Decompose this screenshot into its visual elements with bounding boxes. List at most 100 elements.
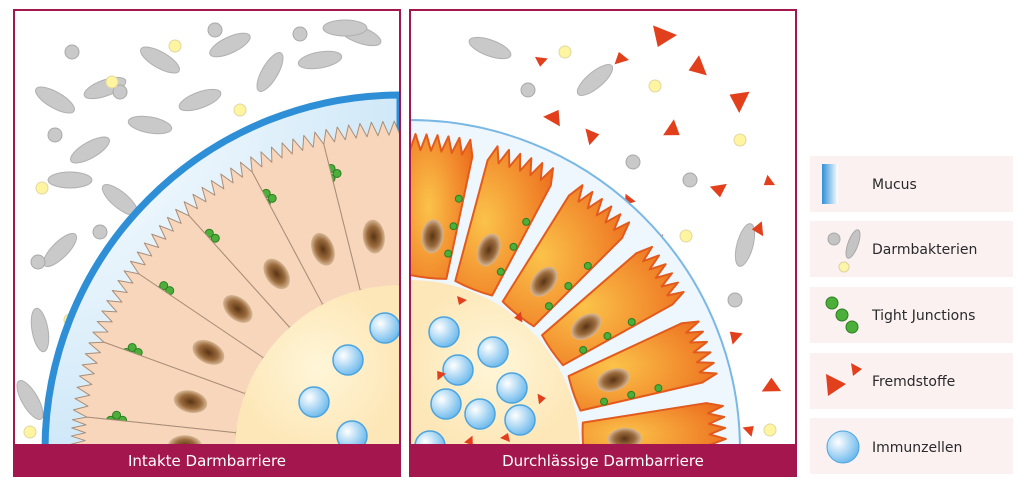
bacterium-spore bbox=[679, 229, 693, 243]
foreign-substance bbox=[653, 25, 677, 47]
bacterium-rod bbox=[30, 307, 50, 353]
mucus-icon bbox=[822, 164, 838, 204]
cell-nucleus bbox=[596, 368, 630, 392]
foreign-substance bbox=[500, 433, 510, 442]
legend-label: Fremdstoffe bbox=[872, 374, 955, 390]
foreign-substance bbox=[761, 377, 782, 392]
intact-barrier-panel bbox=[16, 19, 400, 450]
legend: Mucus Darmbakterien Tight Junctions bbox=[810, 156, 1013, 474]
foreign-substance bbox=[437, 370, 446, 381]
tight-junction-bead bbox=[544, 302, 553, 311]
bacterium-rod bbox=[297, 50, 343, 70]
foreign-substance bbox=[514, 311, 523, 323]
bacterium-rod bbox=[42, 232, 78, 268]
tight-junction-bead bbox=[444, 249, 453, 258]
tight-junction-bead bbox=[496, 267, 505, 276]
tight-junction-bead bbox=[159, 281, 169, 291]
tight-junction-bead bbox=[454, 194, 463, 203]
tight-junction-bead bbox=[603, 332, 612, 340]
tight-junction-bead bbox=[449, 222, 458, 231]
legend-label: Immunzellen bbox=[872, 440, 962, 456]
bacterium-coccus bbox=[625, 154, 641, 170]
bacterium-spore bbox=[23, 425, 37, 439]
tight-junction-icon bbox=[825, 296, 859, 334]
bacterium-spore bbox=[763, 423, 777, 437]
legend-item-tight-junctions: Tight Junctions bbox=[810, 287, 1013, 343]
bacterium-spore bbox=[648, 79, 662, 93]
legend-item-foreign-substances: Fremdstoffe bbox=[810, 353, 1013, 409]
cell-nucleus bbox=[311, 232, 335, 266]
foreign-substance bbox=[585, 128, 600, 146]
tight-junction-bead bbox=[522, 217, 531, 226]
foreign-substance bbox=[464, 435, 473, 446]
foreign-substance bbox=[729, 91, 750, 113]
immune-cell-icon bbox=[826, 430, 860, 464]
foreign-substance-icon bbox=[826, 363, 862, 396]
immune-cell bbox=[504, 404, 536, 436]
immune-cell bbox=[332, 344, 364, 376]
legend-item-immune-cells: Immunzellen bbox=[810, 418, 1013, 474]
cell-nucleus bbox=[570, 313, 602, 340]
bacterium-rod bbox=[16, 380, 44, 420]
foreign-substance bbox=[457, 296, 467, 305]
penetrated-foreign-substances bbox=[437, 296, 546, 446]
legend-label: Darmbakterien bbox=[872, 242, 977, 258]
legend-item-mucus: Mucus bbox=[810, 156, 1013, 212]
legend-label: Mucus bbox=[872, 177, 917, 193]
bacterium-spore bbox=[105, 75, 119, 89]
bacterium-spore bbox=[733, 133, 747, 147]
tight-junction-bead bbox=[579, 346, 588, 354]
bacteria-icon bbox=[827, 229, 861, 273]
bacterium-rod bbox=[468, 36, 512, 60]
tight-junction-bead bbox=[654, 384, 663, 393]
bacterium-rod bbox=[140, 46, 180, 74]
bacterium-spore bbox=[35, 181, 49, 195]
immune-cell bbox=[430, 388, 462, 420]
tight-junction-bead bbox=[583, 261, 592, 270]
foreign-substance bbox=[663, 119, 680, 136]
foreign-substance bbox=[751, 221, 764, 237]
foreign-substance bbox=[729, 331, 743, 345]
bacterium-rod bbox=[322, 19, 368, 37]
cell-nucleus bbox=[223, 295, 253, 323]
bacterium-spore bbox=[233, 103, 247, 117]
bacterium-rod bbox=[35, 86, 75, 114]
cell-nucleus bbox=[421, 219, 444, 254]
tight-junction-bead bbox=[627, 318, 636, 326]
leaky-barrier-panel bbox=[410, 25, 782, 450]
foreign-substance bbox=[709, 183, 727, 198]
legend-label: Tight Junctions bbox=[871, 308, 975, 324]
cell-nucleus bbox=[362, 219, 385, 254]
intact-caption: Intakte Darmbarriere bbox=[128, 452, 286, 470]
cell-nucleus bbox=[530, 266, 558, 297]
tight-junction-bead bbox=[127, 343, 137, 353]
leaky-caption: Durchlässige Darmbarriere bbox=[502, 452, 704, 470]
tight-junction-bead bbox=[600, 397, 609, 406]
immune-cell bbox=[496, 372, 528, 404]
bacterium-rod bbox=[256, 52, 284, 92]
cell-nucleus bbox=[192, 339, 225, 365]
cell-nucleus bbox=[263, 258, 290, 290]
tight-junction-bead bbox=[564, 281, 573, 290]
bacterium-spore bbox=[558, 45, 572, 59]
bacterium-rod bbox=[734, 223, 756, 267]
bacterium-rod bbox=[47, 171, 93, 189]
immune-cell bbox=[428, 316, 460, 348]
intact-caption-bar bbox=[14, 444, 400, 476]
intact-epithelial-cells bbox=[70, 120, 400, 450]
foreign-substance bbox=[534, 56, 548, 67]
foreign-substance bbox=[763, 174, 776, 186]
bacterium-coccus bbox=[30, 254, 46, 270]
immune-cell bbox=[336, 420, 368, 450]
leaky-epithelial-cells bbox=[410, 133, 727, 450]
immune-cell bbox=[477, 336, 509, 368]
tight-junction-bead bbox=[112, 410, 122, 420]
foreign-substance bbox=[742, 425, 754, 437]
bacterium-rod bbox=[178, 88, 222, 112]
bacterium-rod bbox=[209, 32, 251, 58]
bacterium-coccus bbox=[112, 84, 128, 100]
bacterium-rod bbox=[70, 136, 110, 164]
tight-junction-bead bbox=[509, 242, 518, 251]
tight-junction-bead bbox=[627, 390, 636, 399]
